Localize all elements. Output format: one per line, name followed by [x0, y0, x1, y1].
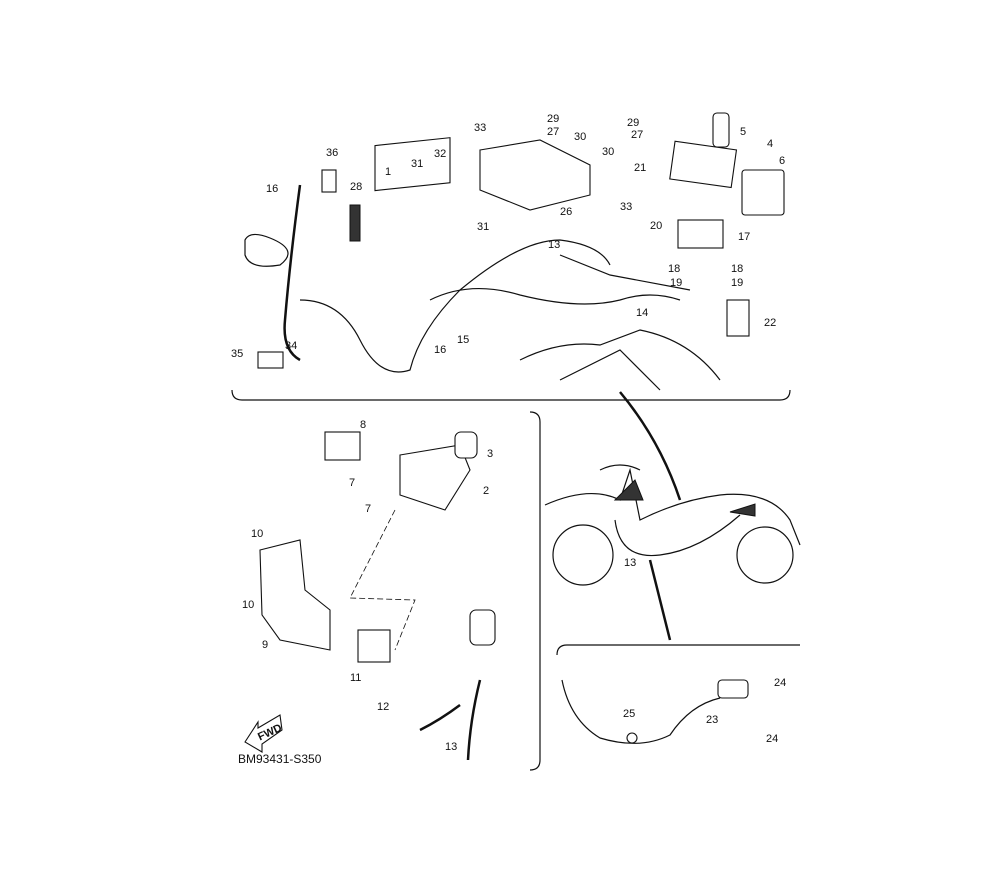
callouts-top: 29 29 33 27 27 30 30 5 4 36 32 31 1 21 6… — [231, 113, 785, 360]
callout: 33 — [620, 201, 632, 213]
callout: 3 — [487, 448, 493, 460]
callout: 14 — [636, 307, 648, 319]
callout: 29 — [627, 117, 639, 129]
callout: 10 — [251, 528, 263, 540]
callout: 30 — [574, 131, 586, 143]
smart-key — [712, 112, 730, 148]
callout: 18 — [668, 263, 680, 275]
callout: 13 — [445, 741, 457, 753]
callout: 11 — [350, 672, 361, 684]
callout: 1 — [385, 166, 391, 178]
callout: 16 — [434, 344, 446, 356]
relay-box — [741, 169, 785, 216]
callout: 13 — [624, 557, 636, 569]
right-section-frame — [529, 411, 541, 771]
callout: 34 — [285, 340, 297, 352]
callout: 36 — [326, 147, 338, 159]
callout: 31 — [411, 158, 423, 170]
callout: 33 — [474, 122, 486, 134]
sensor-harness — [561, 679, 721, 744]
callout: 25 — [623, 708, 635, 720]
callout: 23 — [706, 714, 718, 726]
callout: 17 — [738, 231, 750, 243]
svg-text:FWD: FWD — [256, 722, 284, 743]
callout: 5 — [740, 126, 746, 138]
callout: 12 — [377, 701, 389, 713]
callout: 35 — [231, 348, 243, 360]
bracket-8 — [324, 431, 361, 461]
harness-lower — [419, 679, 482, 761]
callout: 22 — [764, 317, 776, 329]
strap — [349, 204, 361, 242]
callout: 8 — [360, 419, 366, 431]
callout: 31 — [477, 221, 489, 233]
connector-25 — [626, 732, 638, 744]
fwd-arrow: FWD — [244, 714, 284, 753]
battery — [374, 137, 451, 192]
battery-case — [479, 139, 591, 211]
callout: 13 — [548, 239, 560, 251]
callout: 18 — [731, 263, 743, 275]
callout: 30 — [602, 146, 614, 158]
callouts-left: 8 3 7 2 7 10 10 9 11 12 13 — [242, 419, 493, 753]
detail-box-frame — [556, 644, 800, 656]
key-cylinder-cap — [454, 431, 478, 459]
callout: 20 — [650, 220, 662, 232]
relay-22 — [726, 299, 750, 337]
callout: 27 — [547, 126, 559, 138]
callout: 32 — [434, 148, 446, 160]
callouts-right: 13 24 25 23 24 — [623, 557, 786, 745]
connector-unit — [469, 609, 496, 646]
callout: 26 — [560, 206, 572, 218]
ecu-bracket — [677, 219, 724, 249]
callout: 2 — [483, 485, 489, 497]
sensor-34 — [257, 351, 284, 369]
main-harness — [244, 184, 691, 373]
scooter-silhouette — [544, 391, 801, 641]
callout: 27 — [631, 129, 643, 141]
callout: 19 — [670, 277, 682, 289]
connector-36 — [321, 169, 337, 193]
callout: 19 — [731, 277, 743, 289]
callout: 6 — [779, 155, 785, 167]
callout: 7 — [349, 477, 355, 489]
callout: 4 — [767, 138, 773, 150]
sensor-23 — [717, 679, 749, 699]
frame-sketch — [519, 329, 721, 391]
smart-key-unit — [669, 140, 738, 189]
callout: 24 — [774, 677, 786, 689]
top-section-divider — [231, 389, 791, 401]
callout: 7 — [365, 503, 371, 515]
diagram-code: BM93431-S350 — [238, 752, 322, 766]
cover-11 — [357, 629, 391, 663]
wire-routing-lines — [349, 509, 416, 651]
callout: 15 — [457, 334, 469, 346]
callout: 10 — [242, 599, 254, 611]
callout: 24 — [766, 733, 778, 745]
callout: 29 — [547, 113, 559, 125]
callout: 9 — [262, 639, 268, 651]
callout: 16 — [266, 183, 278, 195]
main-switch — [399, 444, 471, 511]
cover-9 — [259, 539, 331, 651]
callout: 28 — [350, 181, 362, 193]
callout: 21 — [634, 162, 646, 174]
